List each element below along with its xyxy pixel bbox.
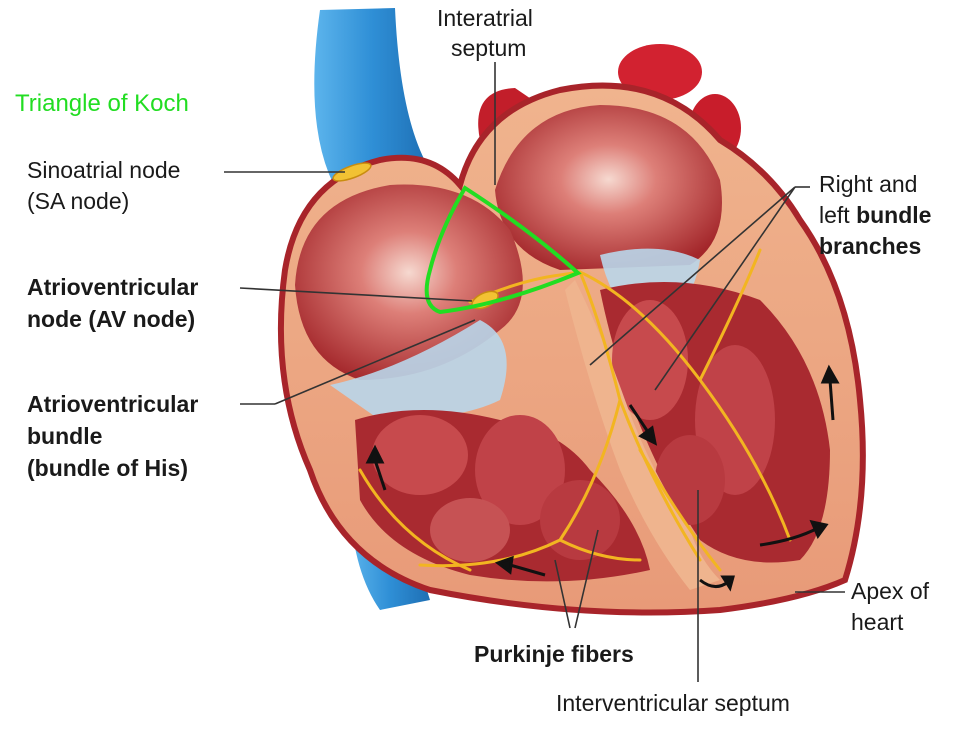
sa-node: [332, 162, 372, 182]
label-purkinje-fibers: Purkinje fibers: [474, 641, 634, 667]
label-sa-node-line1: Sinoatrial node: [27, 157, 181, 183]
label-interatrial-septum-line1: Interatrial: [437, 5, 533, 31]
label-apex-line2: heart: [851, 609, 904, 635]
label-triangle-of-koch: Triangle of Koch: [15, 90, 189, 117]
tricuspid-valve: [330, 320, 507, 420]
label-av-bundle-line1: Atrioventricular: [27, 391, 199, 417]
interventricular-septum-wall: [565, 280, 720, 590]
label-bundle-branches-left: left: [819, 202, 857, 228]
label-av-bundle-line3: (bundle of His): [27, 455, 188, 481]
label-av-node-line1: Atrioventricular: [27, 274, 199, 300]
label-bundle-branches-line3: branches: [819, 233, 922, 259]
left-atrium: [495, 105, 722, 270]
label-av-node-line2: node (AV node): [27, 306, 196, 332]
triangle-of-koch-outline: [424, 185, 582, 315]
label-apex-line1: Apex of: [851, 578, 929, 604]
flow-arrows: [365, 364, 840, 592]
label-interatrial-septum-line2: septum: [451, 35, 527, 61]
pulmonary-artery: [618, 44, 702, 100]
label-bundle-branches-line2: left bundle: [819, 200, 931, 230]
label-interventricular-septum: Interventricular septum: [556, 690, 790, 716]
label-bundle-branches-line1: Right and: [819, 171, 918, 197]
label-av-bundle-line2: bundle: [27, 423, 103, 449]
label-bundle-branches-bundle: bundle: [856, 202, 932, 228]
label-sa-node-line2: (SA node): [27, 188, 130, 214]
conduction-system: [358, 248, 792, 572]
leader-lines: [224, 62, 845, 682]
